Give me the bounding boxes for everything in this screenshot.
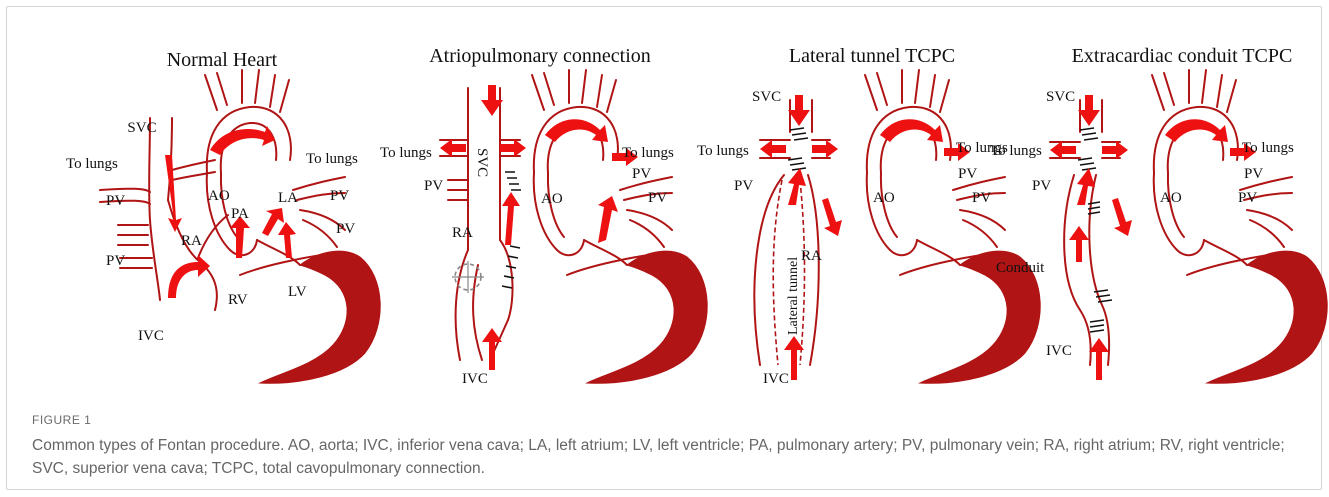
label-ao: AO [208,188,230,204]
label-ivc: IVC [763,371,789,387]
label-pv-3: PV [648,190,667,206]
label-ao: AO [873,190,895,206]
label-svc: SVC [127,120,156,136]
label-ra: RA [801,248,822,264]
label-to-lungs-right: To lungs [306,151,358,167]
label-conduit: Conduit [996,260,1045,276]
panel-atriopulmonary: Atriopulmonary connection To lungs To lu… [380,45,707,387]
panel-extracardiac-conduit: Extracardiac conduit TCPC SVC To lungs T… [990,45,1327,383]
panel-title: Normal Heart [167,49,278,71]
label-to-lungs-left: To lungs [66,156,118,172]
label-to-lungs-right: To lungs [622,145,674,161]
label-to-lungs-left: To lungs [380,145,432,161]
label-la: LA [278,190,298,206]
label-ra: RA [452,225,473,241]
label-pv-3: PV [972,190,991,206]
label-svc: SVC [752,89,781,105]
label-pv-2: PV [1244,166,1263,182]
label-to-lungs-left: To lungs [990,143,1042,159]
label-ivc: IVC [462,371,488,387]
label-rv: RV [228,292,248,308]
label-svc: SVC [474,148,490,177]
label-to-lungs-right: To lungs [1242,140,1294,156]
label-svc: SVC [1046,89,1075,105]
panel-title: Extracardiac conduit TCPC [1072,45,1293,67]
label-ao: AO [541,191,563,207]
label-ao: AO [1160,190,1182,206]
figure-label: FIGURE 1 [32,413,91,427]
label-pv-3: PV [330,188,349,204]
fontan-figure: Normal Heart SVC To lungs To lungs PV PV… [0,0,1329,400]
label-pv-3: PV [1238,190,1257,206]
figure-caption: Common types of Fontan procedure. AO, ao… [32,434,1302,480]
panel-title: Atriopulmonary connection [429,45,651,67]
panel-normal-heart: Normal Heart SVC To lungs To lungs PV PV… [66,49,380,383]
label-pv-2: PV [632,166,651,182]
panel-lateral-tunnel: Lateral tunnel TCPC SVC To lungs To lung… [697,45,1040,387]
label-pv-2: PV [958,166,977,182]
label-lv: LV [288,284,307,300]
label-lateral-tunnel: Lateral tunnel [786,257,801,335]
label-ivc: IVC [1046,343,1072,359]
label-pv-1: PV [424,178,443,194]
label-pv-1: PV [734,178,753,194]
label-pa: PA [231,206,249,222]
label-pv-4: PV [336,221,355,237]
label-pv-1: PV [1032,178,1051,194]
label-ra: RA [181,233,202,249]
label-ivc: IVC [138,328,164,344]
label-pv-2: PV [106,253,125,269]
label-pv-1: PV [106,193,125,209]
panel-title: Lateral tunnel TCPC [789,45,955,67]
label-to-lungs-left: To lungs [697,143,749,159]
